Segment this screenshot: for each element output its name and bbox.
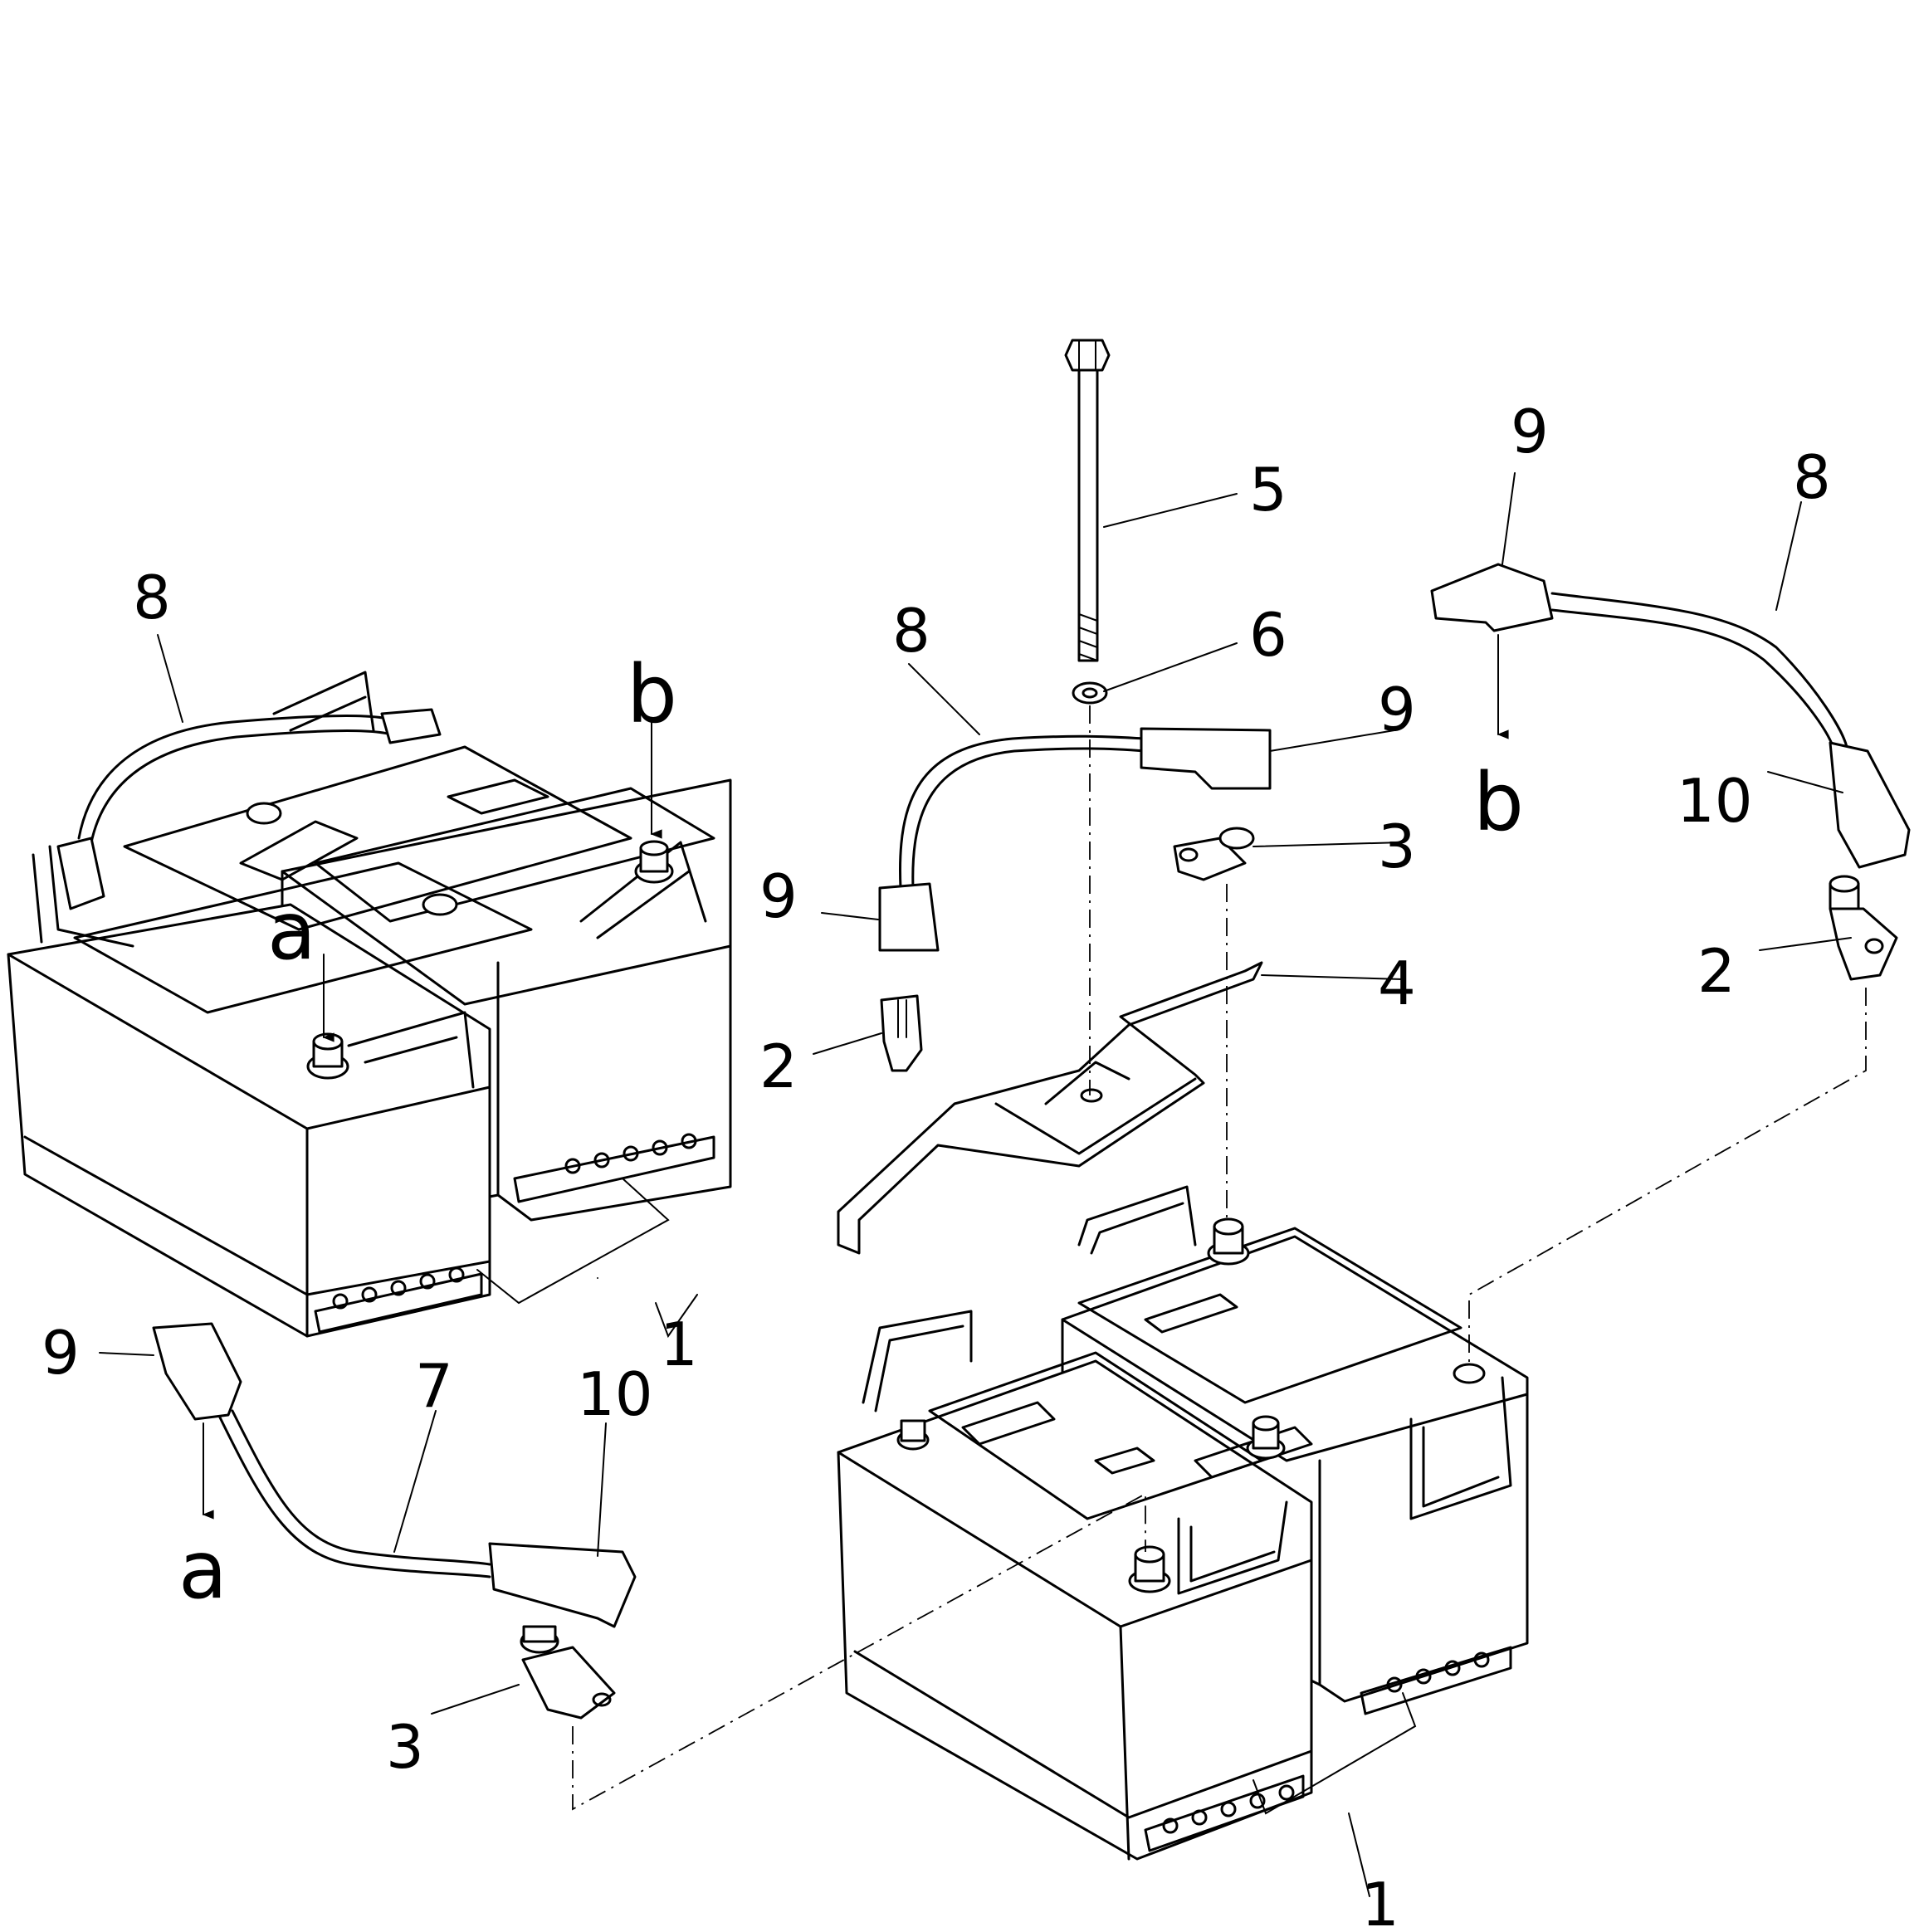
- centerline: [1468, 988, 1867, 1365]
- leader-lines: [99, 472, 1852, 1897]
- connection-mark-a-cable: a: [178, 1524, 227, 1617]
- terminal-post: [1246, 1415, 1286, 1460]
- terminal-clamp: [520, 1625, 616, 1720]
- battery-cable-bottom-left: [152, 1322, 637, 1628]
- terminal-cap: [880, 994, 923, 1072]
- callout-9-topright: 9: [1511, 397, 1549, 466]
- callout-10-right: 10: [1677, 766, 1753, 836]
- battery-cable-middle: [878, 727, 1272, 952]
- connection-mark-a-battery: a: [267, 885, 316, 978]
- callout-9-bottomleft: 9: [42, 1318, 80, 1388]
- terminal-post: [634, 840, 674, 884]
- callout-8-mid: 8: [892, 596, 930, 666]
- callout-6: 6: [1249, 600, 1287, 670]
- centerline: [572, 1492, 1146, 1811]
- callout-4: 4: [1378, 949, 1416, 1018]
- callout-2-mid: 2: [759, 1032, 798, 1101]
- battery-front-right: [837, 1359, 1313, 1861]
- callout-3-top: 3: [1378, 812, 1416, 881]
- terminal-post: [306, 1032, 349, 1080]
- terminal-post: [1207, 1217, 1250, 1266]
- callout-9-mid-right: 9: [1378, 675, 1416, 744]
- callout-8-right: 8: [1793, 442, 1831, 512]
- battery-pair-left: [7, 671, 732, 1338]
- connection-mark-b-cable: b: [1473, 756, 1524, 849]
- terminal-post: [1128, 1545, 1171, 1593]
- connection-mark-b-battery: b: [627, 648, 677, 741]
- battery-front-left: [7, 903, 491, 1338]
- bolt: [1064, 339, 1111, 662]
- washer: [1072, 681, 1108, 705]
- terminal-cap: [1829, 875, 1898, 981]
- callout-1-right: 1: [1361, 1870, 1399, 1932]
- callout-8-left: 8: [133, 563, 171, 632]
- terminal-clamp: [1173, 827, 1255, 881]
- battery-cable-top-right: [1430, 563, 1911, 869]
- hold-down-bracket: [837, 961, 1263, 1255]
- callout-1-left: 1: [660, 1310, 698, 1379]
- callout-5: 5: [1249, 455, 1287, 524]
- callout-10-bottom: 10: [577, 1359, 653, 1429]
- battery-pair-right: [837, 1185, 1529, 1861]
- callout-3-bottom: 3: [386, 1712, 424, 1782]
- callout-2-right: 2: [1697, 936, 1736, 1006]
- callout-9-mid-left: 9: [759, 861, 798, 931]
- callout-7: 7: [415, 1351, 453, 1421]
